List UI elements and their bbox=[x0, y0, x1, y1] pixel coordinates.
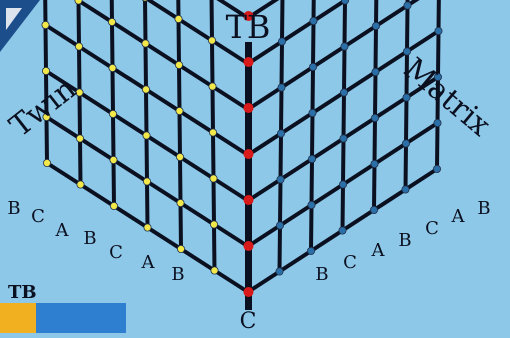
matrix-atom bbox=[435, 27, 442, 34]
left-sequence-letter: B bbox=[83, 228, 96, 249]
twin-atom bbox=[211, 267, 218, 274]
matrix-atom bbox=[308, 155, 315, 162]
boundary-atom bbox=[244, 287, 254, 297]
twin-atom bbox=[177, 245, 184, 252]
matrix-atom bbox=[404, 2, 411, 9]
twin-atom bbox=[209, 129, 216, 136]
twin-atom bbox=[76, 135, 83, 142]
matrix-atom bbox=[307, 247, 314, 254]
matrix-atom bbox=[339, 227, 346, 234]
twin-atom bbox=[176, 107, 183, 114]
twin-atom bbox=[110, 202, 117, 209]
twin-atom bbox=[42, 67, 49, 74]
matrix-atom bbox=[277, 130, 284, 137]
matrix-atom bbox=[339, 181, 346, 188]
matrix-atom bbox=[308, 201, 315, 208]
boundary-label: TB bbox=[226, 8, 271, 46]
twin-atom bbox=[142, 40, 149, 47]
twin-atom bbox=[110, 156, 117, 163]
matrix-atom bbox=[371, 114, 378, 121]
matrix-atom bbox=[372, 22, 379, 29]
twin-atom bbox=[210, 221, 217, 228]
matrix-atom bbox=[310, 17, 317, 24]
boundary-atom bbox=[244, 195, 254, 205]
footer-bar-gold bbox=[0, 303, 36, 333]
right-sequence-letter: A bbox=[371, 240, 386, 261]
twin-atom bbox=[142, 86, 149, 93]
matrix-atom bbox=[402, 186, 409, 193]
twin-atom bbox=[210, 175, 217, 182]
left-sequence-letter: B bbox=[7, 198, 20, 219]
left-sequence-letter: B bbox=[171, 264, 184, 285]
twin-atom bbox=[177, 199, 184, 206]
twin-atom bbox=[43, 159, 50, 166]
right-sequence-letter: B bbox=[477, 198, 490, 219]
matrix-atom bbox=[340, 135, 347, 142]
bottom-stacking-label: C bbox=[240, 309, 257, 333]
matrix-atom bbox=[309, 63, 316, 70]
twin-atom bbox=[42, 21, 49, 28]
right-sequence-letter: C bbox=[425, 218, 439, 239]
twin-atom bbox=[75, 43, 82, 50]
left-sequence-letter: C bbox=[31, 206, 45, 227]
right-sequence-letter: B bbox=[315, 264, 328, 285]
twin-atom bbox=[209, 83, 216, 90]
matrix-atom bbox=[277, 176, 284, 183]
twin-atom bbox=[109, 64, 116, 71]
boundary-atom bbox=[244, 103, 254, 113]
matrix-atom bbox=[278, 84, 285, 91]
right-sequence-letter: C bbox=[343, 252, 357, 273]
left-sequence-letter: A bbox=[141, 252, 156, 273]
matrix-atom bbox=[340, 89, 347, 96]
boundary-atom bbox=[244, 241, 254, 251]
matrix-atom bbox=[276, 222, 283, 229]
matrix-atom bbox=[434, 119, 441, 126]
twin-boundary-line bbox=[245, 42, 252, 310]
twin-atom bbox=[75, 0, 82, 4]
matrix-atom bbox=[371, 160, 378, 167]
twin-atom bbox=[175, 15, 182, 22]
matrix-atom bbox=[341, 43, 348, 50]
twin-atom bbox=[143, 132, 150, 139]
right-sequence-letter: A bbox=[451, 206, 466, 227]
twin-atom bbox=[109, 110, 116, 117]
boundary-atom bbox=[244, 57, 254, 67]
right-sequence-letter: B bbox=[398, 230, 411, 251]
twin-atom bbox=[108, 18, 115, 25]
twin-atom bbox=[144, 224, 151, 231]
twin-atom bbox=[176, 153, 183, 160]
matrix-atom bbox=[433, 165, 440, 172]
matrix-atom bbox=[309, 109, 316, 116]
twin-atom bbox=[175, 61, 182, 68]
matrix-atom bbox=[403, 94, 410, 101]
twin-atom bbox=[77, 181, 84, 188]
matrix-atom bbox=[276, 268, 283, 275]
boundary-atom bbox=[244, 149, 254, 159]
matrix-atom bbox=[403, 48, 410, 55]
twin-atom bbox=[208, 37, 215, 44]
matrix-atom bbox=[370, 206, 377, 213]
left-sequence-letter: C bbox=[109, 242, 123, 263]
matrix-atom bbox=[341, 0, 348, 4]
twin-atom bbox=[143, 178, 150, 185]
footer-bar-blue bbox=[36, 303, 126, 333]
matrix-atom bbox=[402, 140, 409, 147]
matrix-atom bbox=[372, 68, 379, 75]
matrix-atom bbox=[278, 38, 285, 45]
left-sequence-letter: A bbox=[55, 220, 70, 241]
footer-label: TB bbox=[8, 282, 37, 303]
